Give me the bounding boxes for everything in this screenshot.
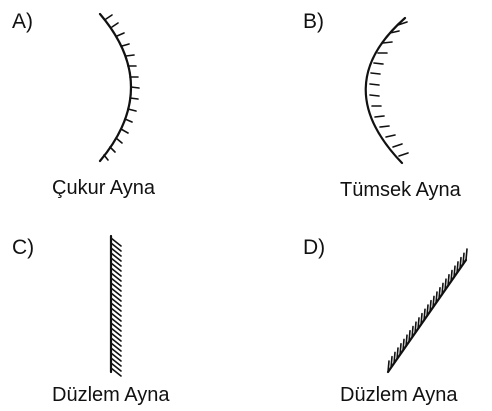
option-b-caption: Tümsek Ayna [340, 179, 461, 201]
convex-mirror-curve [364, 16, 407, 165]
hatch-mark [110, 312, 122, 322]
hatch-mark [390, 355, 393, 369]
hatch-mark [110, 277, 122, 287]
hatch-mark [450, 269, 453, 283]
hatch-mark [459, 256, 462, 270]
hatch-mark [110, 332, 122, 342]
hatch-mark [399, 342, 402, 356]
hatch-mark [110, 242, 122, 252]
option-b-letter: B) [303, 10, 324, 33]
hatch-mark [462, 252, 465, 266]
hatch-mark [110, 307, 122, 317]
hatch-mark [110, 257, 122, 267]
hatch-mark [110, 347, 122, 357]
hatch-mark [414, 321, 417, 335]
option-d-letter: D) [303, 236, 326, 259]
hatch-mark [110, 237, 122, 247]
hatch-mark [110, 327, 122, 337]
hatch-mark [429, 299, 432, 313]
hatch-mark [411, 325, 414, 339]
hatch-mark [456, 261, 459, 274]
hatch-mark [405, 334, 408, 347]
plane-mirror-c-hatching [110, 237, 122, 377]
hatch-mark [110, 262, 122, 272]
option-c-letter: C) [12, 236, 35, 259]
hatch-mark [417, 317, 420, 330]
hatch-mark [432, 295, 435, 309]
option-c-caption: Düzlem Ayna [52, 384, 170, 406]
hatch-mark [110, 282, 122, 292]
hatch-mark [110, 337, 122, 347]
hatch-mark [110, 287, 122, 297]
hatch-mark [423, 308, 426, 322]
hatch-mark [110, 267, 122, 277]
hatch-mark [435, 291, 438, 304]
convex-mirror-hatching [369, 21, 409, 157]
hatch-mark [441, 282, 444, 296]
option-d-caption: Düzlem Ayna [340, 384, 458, 406]
hatch-mark [110, 297, 122, 307]
hatch-mark [402, 338, 405, 352]
hatch-mark [110, 247, 122, 257]
hatch-mark [110, 362, 122, 372]
hatch-mark [393, 351, 396, 365]
hatch-mark [110, 272, 122, 282]
option-a-letter: A) [12, 10, 33, 33]
hatch-mark [110, 352, 122, 362]
hatch-mark [110, 342, 122, 352]
hatch-mark [110, 317, 122, 327]
hatch-mark [426, 304, 429, 317]
concave-mirror-hatching [103, 14, 140, 161]
hatch-mark [444, 278, 447, 291]
hatch-mark [447, 274, 450, 287]
hatch-mark [110, 292, 122, 302]
hatch-mark [110, 357, 122, 367]
hatch-mark [110, 252, 122, 262]
hatch-mark [110, 302, 122, 312]
hatch-mark [408, 330, 411, 343]
hatch-mark [396, 347, 399, 360]
concave-mirror-curve [98, 12, 133, 163]
hatch-mark [465, 248, 468, 261]
hatch-mark [110, 367, 122, 377]
hatch-mark [110, 322, 122, 332]
hatch-mark [453, 265, 456, 279]
option-a-caption: Çukur Ayna [52, 177, 156, 199]
hatch-mark [420, 312, 423, 326]
plane-mirror-d-hatching [387, 248, 468, 373]
hatch-mark [387, 360, 390, 373]
hatch-mark [438, 286, 441, 300]
